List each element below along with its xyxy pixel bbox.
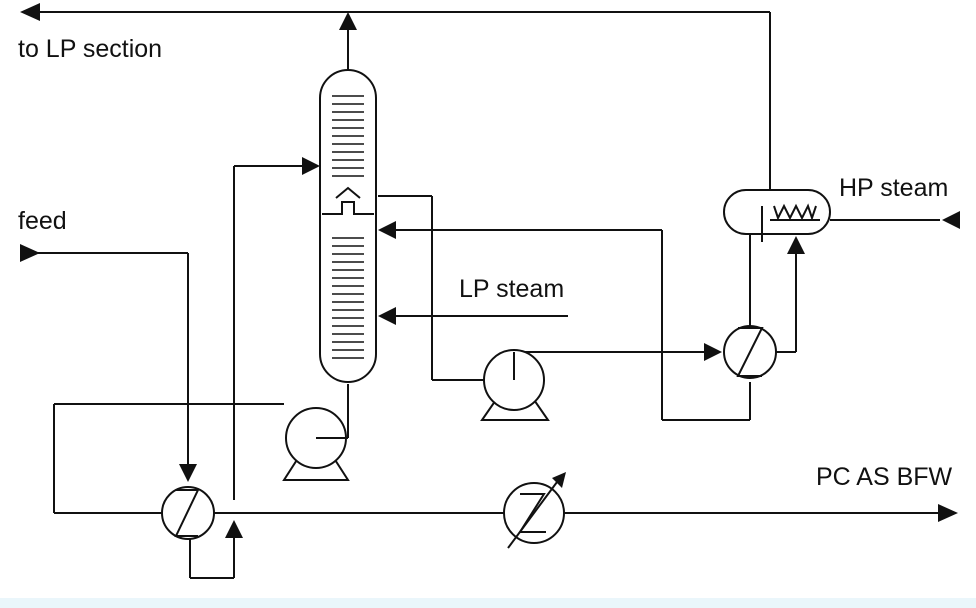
chimney-tray [322,201,374,215]
circulation-pump [480,349,550,421]
cooler-control-line [507,477,561,549]
steam-drum [723,189,831,242]
cooler-coil-icon [518,493,546,533]
distillation-column [319,69,377,383]
arrow-hp-steam [942,211,960,229]
reboiler-coil-icon [736,327,764,377]
cooler-control-arrow-icon [552,472,566,488]
bottom-band [0,598,976,608]
demister-icon [773,203,817,222]
arrow-to-lp-section [20,3,40,21]
pc-as-bfw-label: PC AS BFW [816,463,953,491]
reboiler-heat-exchanger [723,325,777,379]
flow-arrows [20,3,960,538]
arrow-loop-up [225,520,243,538]
feed-heat-exchanger [161,486,215,540]
arrow-column-return [378,221,396,239]
cooler [503,472,566,549]
hp-steam-label: HP steam [839,174,948,202]
arrow-lp-steam [378,307,396,325]
feed-hx-coil-icon [174,489,200,537]
lp-steam-label: LP steam [459,275,564,303]
arrow-into-drum [787,236,805,254]
arrow-upper-feed [302,157,320,175]
pipe-lines [32,11,942,579]
arrow-column-overhead [339,12,357,30]
to-lp-section-label: to LP section [18,35,162,63]
arrow-feed-into-hx [179,464,197,482]
chimney-tray-cap [335,186,361,199]
feed-label: feed [18,207,67,235]
arrow-pc-as-bfw [938,504,958,522]
arrow-into-reboiler [704,343,722,361]
bottoms-pump [282,407,350,481]
arrow-feed [20,244,40,262]
column-shell [319,69,377,383]
